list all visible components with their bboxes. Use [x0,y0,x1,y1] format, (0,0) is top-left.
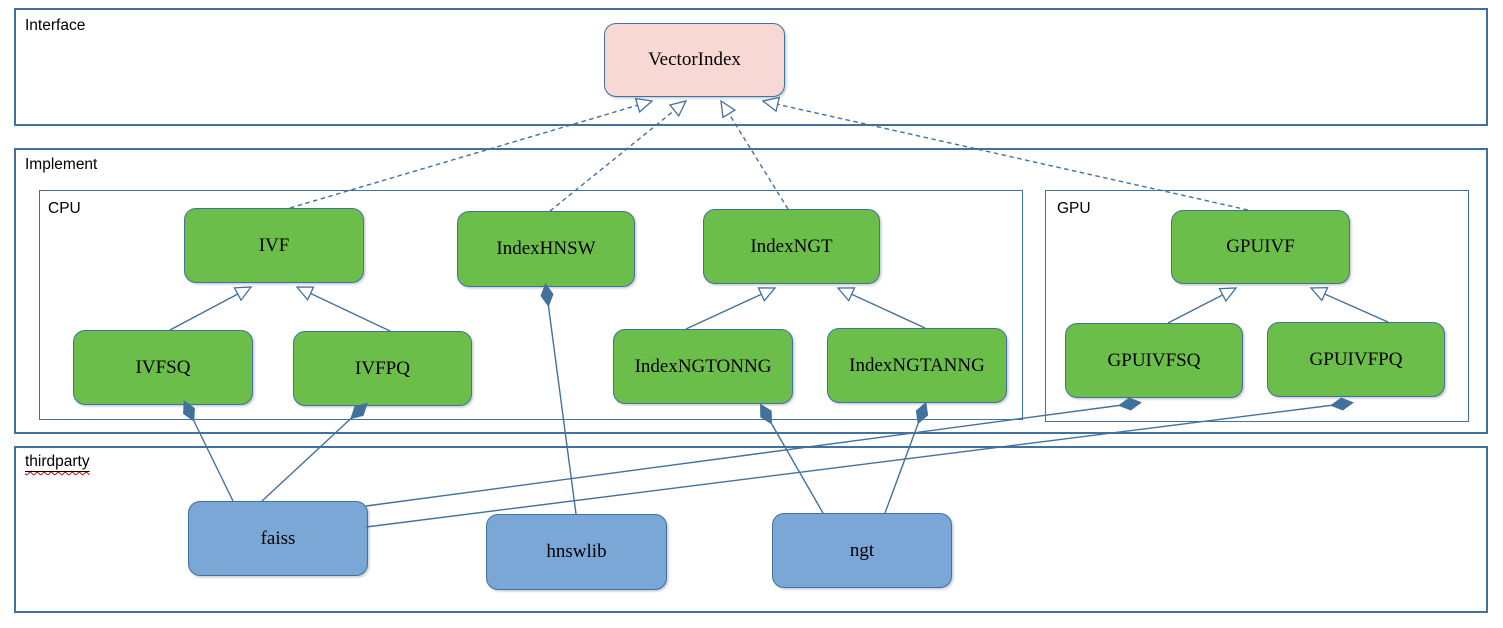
node-vectorindex-label: VectorIndex [648,49,741,70]
node-faiss[interactable]: faiss [188,501,368,576]
node-faiss-label: faiss [260,527,296,549]
node-indexngtanng[interactable]: IndexNGTANNG [827,328,1007,403]
label-thirdparty-text: thirdparty [25,453,90,470]
node-ivf-label: IVF [258,234,290,256]
node-vectorindex[interactable]: VectorIndex [604,23,785,97]
node-hnswlib-label: hnswlib [546,541,607,562]
node-ivfsq-label: IVFSQ [135,356,191,378]
node-indexngt[interactable]: IndexNGT [703,209,880,284]
label-thirdparty: thirdparty [25,453,90,472]
node-indexngt-label: IndexNGT [750,235,833,257]
node-ngt-label: ngt [849,539,875,561]
node-gpuivfpq[interactable]: GPUIVFPQ [1267,322,1445,397]
node-indexngtonng[interactable]: IndexNGTONNG [613,329,793,404]
node-indexhnsw-label: IndexHNSW [496,238,596,259]
node-ivfpq[interactable]: IVFPQ [293,331,472,406]
node-indexhnsw[interactable]: IndexHNSW [457,211,635,287]
node-ivfpq-label: IVFPQ [355,357,410,379]
label-gpu: GPU [1057,200,1091,217]
node-gpuivfsq[interactable]: GPUIVFSQ [1065,323,1243,398]
node-gpuivf[interactable]: GPUIVF [1171,210,1350,284]
node-hnswlib[interactable]: hnswlib [486,514,667,590]
node-gpuivf-label: GPUIVF [1226,236,1295,257]
node-ngt[interactable]: ngt [772,513,952,588]
node-indexngtanng-label: IndexNGTANNG [849,354,985,376]
node-ivfsq[interactable]: IVFSQ [73,330,253,405]
node-gpuivfpq-label: GPUIVFPQ [1309,348,1403,370]
node-ivf[interactable]: IVF [184,208,364,283]
label-interface: Interface [25,17,86,34]
node-gpuivfsq-label: GPUIVFSQ [1107,349,1201,371]
node-indexngtonng-label: IndexNGTONNG [634,355,772,377]
label-implement: Implement [25,156,98,173]
label-cpu: CPU [48,200,81,217]
